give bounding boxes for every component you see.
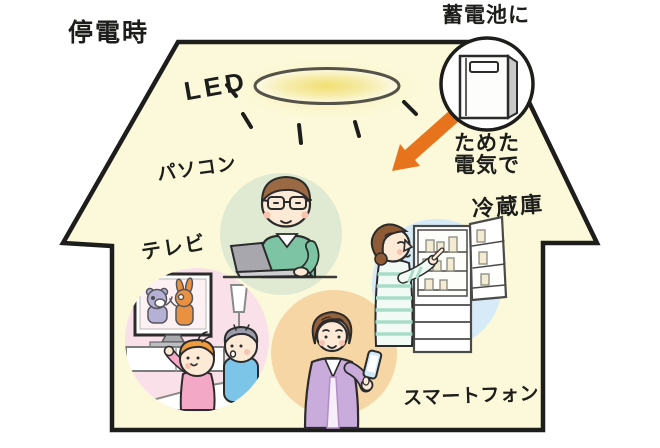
fridge-woman bbox=[370, 223, 445, 347]
battery-label: 蓄電池に bbox=[442, 4, 530, 27]
tv-bear bbox=[145, 287, 173, 324]
battery-icon bbox=[439, 36, 535, 132]
fridge-illustration bbox=[370, 215, 508, 354]
battery-caption: ためた電気で bbox=[454, 133, 520, 177]
tv-rabbit bbox=[169, 277, 194, 326]
power-outage-label: 停電時 bbox=[68, 19, 150, 47]
pc-man-illustration bbox=[222, 175, 338, 279]
smartphone-icon bbox=[362, 349, 383, 380]
battery-caption-line2: 電気で bbox=[454, 154, 520, 177]
smartphone-label: スマートフォン bbox=[402, 383, 540, 410]
light-rays-icon bbox=[225, 83, 418, 145]
battery-caption-line1: ためた bbox=[454, 132, 520, 155]
smartphone-woman-illustration bbox=[303, 310, 383, 430]
ceiling-light bbox=[225, 56, 429, 122]
fridge-label: 冷蔵庫 bbox=[471, 191, 545, 222]
arrow-icon bbox=[392, 103, 468, 171]
tv-girl bbox=[163, 331, 216, 411]
tv-illustration bbox=[125, 272, 269, 411]
